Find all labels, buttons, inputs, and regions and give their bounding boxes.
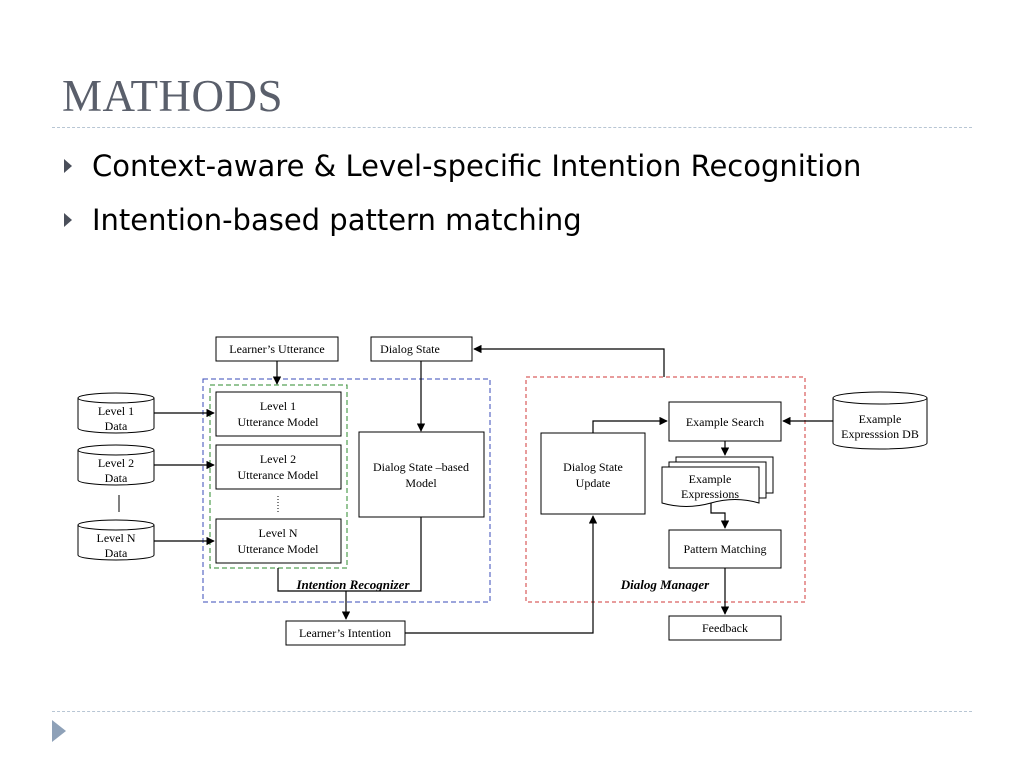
arrow-intention-to-update: [405, 515, 598, 634]
dialog-state-model-label: Model: [405, 476, 437, 490]
title-divider: [52, 127, 972, 128]
level2-data-label: Level 2: [98, 456, 134, 470]
example-db-label: Expresssion DB: [841, 427, 919, 441]
dialog-state-label: Dialog State: [380, 342, 440, 356]
dialog-state-model-label: Dialog State –based: [373, 460, 469, 474]
dialog-state-update-label: Update: [576, 476, 611, 490]
arrow-models-to-intention: [277, 517, 422, 592]
level1-model-box: [215, 391, 342, 437]
level1-model-label: Utterance Model: [238, 415, 320, 429]
levelN-model-box: [215, 518, 342, 564]
example-expressions-stack: Example Expressions: [661, 456, 774, 507]
footer-divider: [52, 711, 972, 712]
example-search-label: Example Search: [686, 415, 764, 429]
feedback-label: Feedback: [702, 621, 748, 635]
level1-model-label: Level 1: [260, 399, 296, 413]
slide-title: MATHODS: [62, 71, 284, 121]
intention-recognizer-caption: Intention Recognizer: [295, 577, 410, 592]
feedback-box: [668, 615, 782, 641]
level2-data-cylinder: Level 2 Data: [77, 444, 155, 486]
next-slide-arrow-icon[interactable]: [52, 720, 66, 742]
level2-model-label: Level 2: [260, 452, 296, 466]
level1-data-label: Level 1: [98, 404, 134, 418]
levelN-data-label: Data: [105, 546, 128, 560]
intention-recognizer-group: [202, 378, 491, 603]
dialog-state-update-label: Dialog State: [563, 460, 623, 474]
diagram-arrows: [154, 344, 833, 634]
levelN-data-label: Level N: [97, 531, 136, 545]
example-search-box: [668, 401, 782, 442]
dialog-state-update-box: [540, 432, 646, 515]
learner-utterance-box: [215, 336, 339, 362]
bullet-arrow-icon: [64, 159, 72, 173]
levelN-data-cylinder: Level N Data: [77, 519, 155, 561]
levelN-model-label: Level N: [259, 526, 298, 540]
dialog-state-model-box: [358, 431, 485, 518]
example-db-cylinder: Example Expresssion DB: [832, 391, 928, 450]
learner-utterance-label: Learner’s Utterance: [229, 342, 324, 356]
example-expressions-label: Expressions: [681, 487, 739, 501]
arrow-expressions-to-matching: [710, 503, 730, 529]
bullet-text: Context-aware & Level-specific Intention…: [92, 149, 862, 183]
bullet-arrow-icon: [64, 213, 72, 227]
bullet-item: Intention-based pattern matching: [64, 196, 861, 250]
level2-model-box: [215, 444, 342, 490]
dialog-state-box: [370, 336, 473, 362]
arrow-update-to-search: [592, 416, 668, 433]
pattern-matching-label: Pattern Matching: [684, 542, 767, 556]
level2-data-label: Data: [105, 471, 128, 485]
dialog-manager-caption: Dialog Manager: [620, 577, 710, 592]
bullet-text: Intention-based pattern matching: [92, 203, 582, 237]
levelN-model-label: Utterance Model: [238, 542, 320, 556]
example-db-label: Example: [859, 412, 902, 426]
example-expressions-label: Example: [689, 472, 732, 486]
bullet-list: Context-aware & Level-specific Intention…: [64, 142, 861, 250]
level1-data-label: Data: [105, 419, 128, 433]
learner-intention-label: Learner’s Intention: [299, 626, 391, 640]
level1-data-cylinder: Level 1 Data: [77, 392, 155, 434]
arrow-manager-to-dialog-state: [473, 344, 665, 377]
level2-model-label: Utterance Model: [238, 468, 320, 482]
bullet-item: Context-aware & Level-specific Intention…: [64, 142, 861, 196]
